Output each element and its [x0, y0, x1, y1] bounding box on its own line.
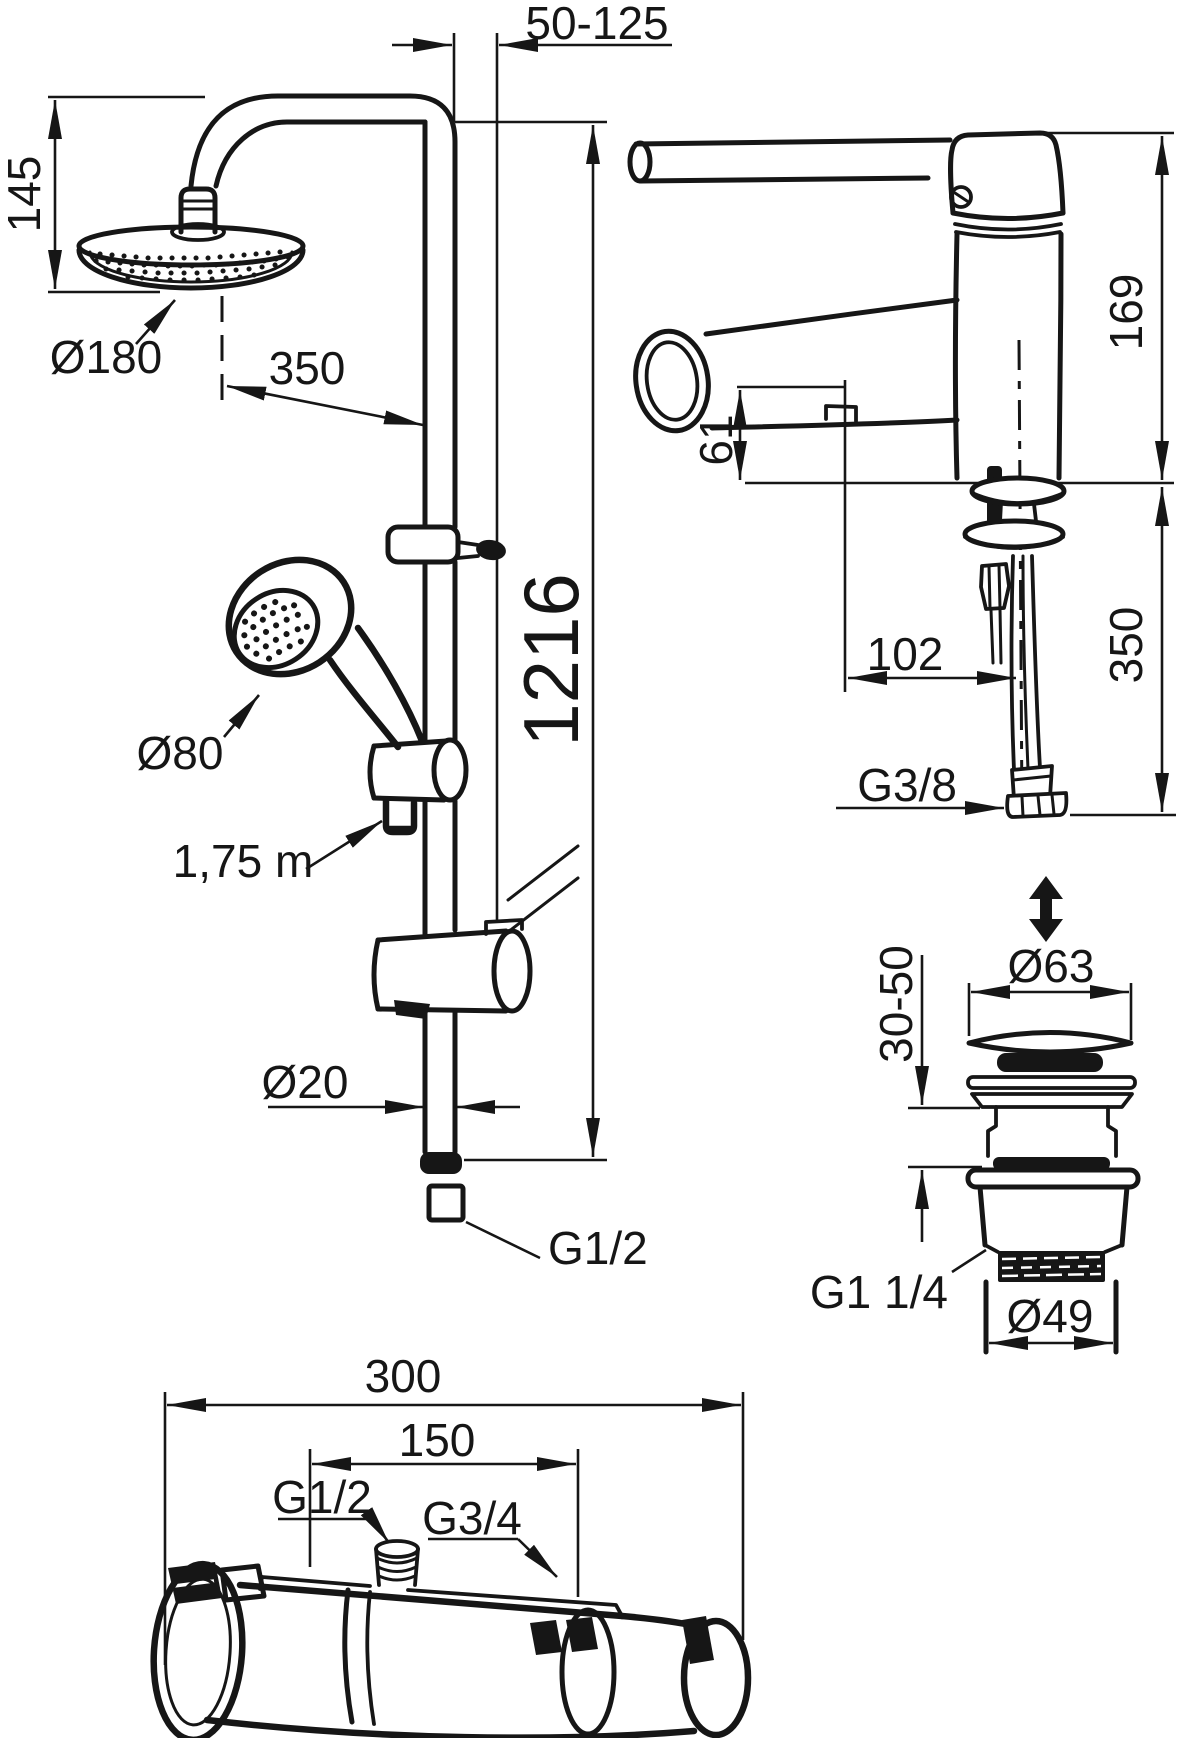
- upper-wall-bracket: [385, 524, 506, 565]
- dim-head-height: 145: [0, 156, 50, 233]
- mounting-flange: [965, 1167, 1141, 1190]
- hand-shower: [225, 556, 426, 751]
- rod-coupling: [979, 562, 1011, 611]
- outlet-connector: [426, 1183, 466, 1223]
- mixer-bar: [150, 1539, 752, 1738]
- lower-wall-bracket: [371, 918, 533, 1019]
- mixer-base: [962, 466, 1069, 819]
- waste-valve-view: Ø63 30-50 G1 1/4 Ø49: [810, 876, 1141, 1355]
- dim-hand-shower-diameter: Ø80: [137, 727, 224, 779]
- handle-screw: [949, 185, 973, 209]
- dim-plug-diameter: Ø63: [1008, 940, 1095, 992]
- rain-shower-head: [76, 224, 306, 291]
- dim-column-height: 1216: [507, 573, 595, 747]
- dim-hose-length: 1,75 m: [173, 835, 314, 887]
- hand-shower-holder: [367, 737, 469, 836]
- dim-width: 300: [365, 1350, 442, 1402]
- dim-cc-distance: 150: [399, 1414, 476, 1466]
- dim-body-diameter: Ø49: [1007, 1290, 1094, 1342]
- supply-hose: [1009, 554, 1016, 772]
- dim-inlet-thread: G3/8: [857, 759, 957, 811]
- dim-mixer-outlet-thread: G3/4: [422, 1492, 522, 1544]
- spout: [633, 297, 960, 434]
- dim-pipe-diameter: Ø20: [262, 1056, 349, 1108]
- shower-arm: [170, 93, 458, 242]
- top-inlet-boss: [374, 1539, 420, 1587]
- dim-deck-range: 30-50: [870, 945, 922, 1063]
- plug-cap: [966, 1030, 1134, 1055]
- riser-pipe: [420, 119, 466, 1223]
- shower-column-view: 50-125 145 Ø180 350 1216 Ø80 1,75 m Ø20 …: [0, 0, 672, 1274]
- pipe-end-cap: [420, 1152, 462, 1174]
- basin-mixer-view: 169 61 102 350 G3/8: [627, 130, 1176, 819]
- right-grip: [530, 1620, 562, 1655]
- waste-valve-body: [965, 1030, 1141, 1355]
- up-down-arrow-icon: [1029, 876, 1063, 942]
- dim-top-thread: G1/2: [272, 1471, 372, 1523]
- hand-shower-handle: [326, 656, 402, 751]
- dim-total-height: 169: [1100, 274, 1152, 351]
- centerline: [1017, 339, 1024, 816]
- dim-arm-reach: 350: [269, 342, 346, 394]
- mixer-body: [627, 130, 1066, 481]
- dim-hose-length: 350: [1100, 607, 1152, 684]
- dim-waste-thread: G1 1/4: [810, 1266, 948, 1318]
- break-symbol: [506, 844, 580, 934]
- lever-handle: [633, 137, 953, 147]
- dim-spout-reach: 102: [867, 628, 944, 680]
- dim-head-diameter: Ø180: [50, 331, 163, 383]
- aerator-notch: [824, 404, 858, 423]
- left-end-cap: [150, 1560, 246, 1738]
- thermostatic-mixer-view: 300 150 G1/2 G3/4: [150, 1350, 752, 1738]
- dim-wall-offset: 50-125: [525, 0, 668, 49]
- right-end-cap: [680, 1617, 752, 1738]
- dim-spout-height: 61: [690, 414, 742, 465]
- dim-outlet-thread: G1/2: [548, 1222, 648, 1274]
